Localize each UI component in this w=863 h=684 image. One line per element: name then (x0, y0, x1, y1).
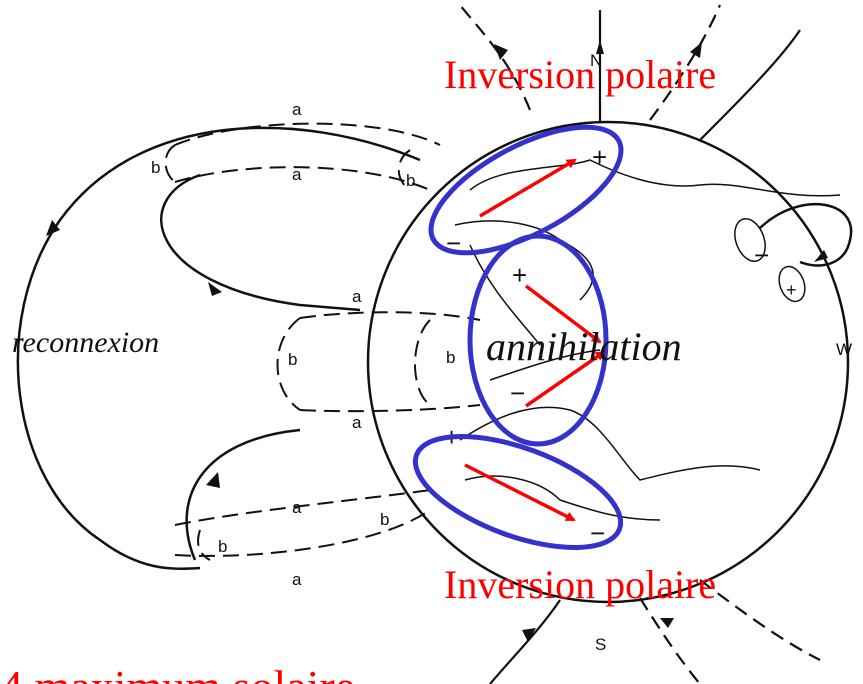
footer-label: 4 maximum solaire (0, 661, 355, 684)
label-a-6: a (292, 570, 302, 589)
label-b-1: b (151, 158, 160, 177)
inner-field-line (160, 173, 361, 312)
label-b-3: b (288, 350, 297, 369)
label-b-2: b (406, 171, 415, 190)
red-arrow-middle-2 (525, 350, 606, 408)
upper-ellipse (428, 124, 624, 256)
annihilation-label: annihilation (486, 324, 682, 369)
middle-plus: + (512, 260, 527, 290)
upper-plus: + (592, 142, 607, 172)
label-a-1: a (292, 100, 302, 119)
south-label: S (595, 635, 606, 654)
reconnexion-label: reconnexion (12, 326, 159, 359)
label-b-5: b (380, 510, 389, 529)
west-label: W (836, 340, 852, 359)
label-a-3: a (352, 287, 362, 306)
top-inversion-label: Inversion polaire (444, 52, 716, 97)
red-arrows (464, 158, 606, 522)
label-a-5: a (292, 498, 302, 517)
open-field-lines (459, 4, 821, 684)
blue-ellipses (412, 124, 624, 550)
red-arrow-upper (479, 158, 577, 218)
inner-arrowhead-lower (206, 472, 220, 488)
sunspot-regions (454, 159, 841, 521)
line-labels: a a a a a a b b b b b b (151, 100, 455, 589)
sun-disk (366, 120, 850, 604)
right-spot-minus: − (754, 240, 769, 270)
middle-minus: − (510, 378, 525, 408)
bottom-inversion-label: Inversion polaire (444, 562, 716, 607)
lower-minus: − (590, 518, 605, 548)
outer-field-loop (16, 126, 421, 570)
lower-ellipse (412, 434, 624, 550)
outer-loop-arrowhead (46, 220, 60, 236)
label-a-2: a (292, 165, 302, 184)
red-arrow-lower (464, 463, 576, 522)
dashed-field-lines (164, 122, 481, 561)
label-b-4: b (446, 348, 455, 367)
label-b-6: b (218, 537, 227, 556)
label-a-4: a (352, 413, 362, 432)
right-bipole: − + (734, 203, 853, 303)
open-field-arrowheads (494, 40, 702, 642)
inner-arrowhead-upper (208, 282, 222, 296)
right-spot-plus: + (786, 280, 797, 300)
north-label: N (590, 51, 602, 70)
red-arrow-middle-1 (524, 284, 602, 344)
middle-ellipse (467, 233, 609, 447)
inner-field-line-lower (185, 428, 301, 561)
